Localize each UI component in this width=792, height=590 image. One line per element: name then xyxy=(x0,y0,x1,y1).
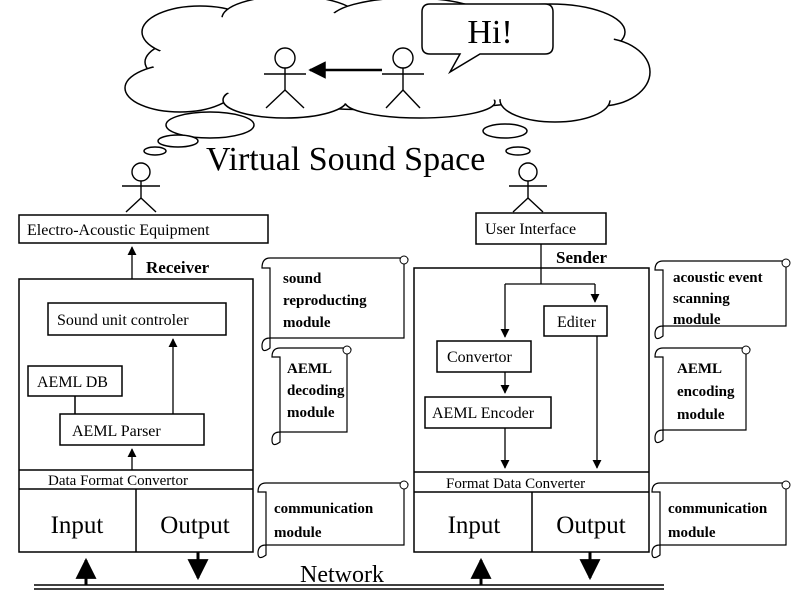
receiver-arrows xyxy=(127,246,178,470)
scroll-decoding-line3: module xyxy=(287,405,335,421)
receiver-output-label: Output xyxy=(160,512,230,539)
scroll-comm-left-line1: communication xyxy=(274,501,374,517)
sender-title: Sender xyxy=(556,248,607,267)
scroll-encoding-line1: AEML xyxy=(677,361,722,377)
speech-text: Hi! xyxy=(467,14,512,51)
convertor-label: Convertor xyxy=(447,349,513,366)
sender-section xyxy=(413,212,650,553)
scroll-acoustic-line1: acoustic event xyxy=(673,270,763,286)
receiver-title: Receiver xyxy=(146,258,210,277)
sender-person-figure xyxy=(509,162,547,213)
scroll-sound-reproducing: sound reproducting module xyxy=(261,255,409,352)
sender-data-format-label: Format Data Converter xyxy=(446,476,585,492)
scroll-acoustic-line3: module xyxy=(673,312,721,328)
scroll-decoding-line2: decoding xyxy=(287,383,345,399)
scroll-comm-right-line2: module xyxy=(668,525,716,541)
scroll-encoding-line2: encoding xyxy=(677,384,735,400)
aeml-parser-label: AEML Parser xyxy=(72,423,161,440)
scroll-acoustic-scanning: acoustic event scanning module xyxy=(654,258,791,340)
scroll-decoding-line1: AEML xyxy=(287,361,332,377)
scroll-aeml-encoding: AEML encoding module xyxy=(654,345,751,444)
network-arrows xyxy=(75,552,601,585)
sender-input-label: Input xyxy=(448,512,501,539)
sound-unit-controller-label: Sound unit controler xyxy=(57,312,189,329)
receiver-section xyxy=(18,214,269,553)
receiver-input-label: Input xyxy=(51,512,104,539)
scene-title: Virtual Sound Space xyxy=(206,141,485,178)
thought-bubbles xyxy=(143,111,531,156)
scroll-sound-line2: reproducting xyxy=(283,293,367,309)
editer-label: Editer xyxy=(557,314,597,331)
scroll-aeml-decoding: AEML decoding module xyxy=(271,345,352,446)
aeml-encoder-label: AEML Encoder xyxy=(432,405,535,422)
scroll-communication-left: communication module xyxy=(257,480,409,559)
speech-bubble: Hi! xyxy=(421,3,554,75)
network-bus xyxy=(34,584,664,590)
receiver-data-format-label: Data Format Convertor xyxy=(48,473,188,489)
scroll-sound-line1: sound xyxy=(283,271,322,287)
aeml-db-label: AEML DB xyxy=(37,374,108,391)
scroll-encoding-line3: module xyxy=(677,407,725,423)
user-interface-label: User Interface xyxy=(485,221,576,238)
receiver-person-figure xyxy=(122,162,160,213)
listener-figure xyxy=(264,47,306,109)
scroll-comm-right-line1: communication xyxy=(668,501,768,517)
scroll-sound-line3: module xyxy=(283,315,331,331)
scroll-comm-left-line2: module xyxy=(274,525,322,541)
sender-output-label: Output xyxy=(556,512,626,539)
speaker-figure xyxy=(382,47,424,109)
scroll-acoustic-line2: scanning xyxy=(673,291,730,307)
sender-arrows xyxy=(500,244,602,469)
scroll-communication-right: communication module xyxy=(651,480,791,559)
receiver-equipment-label: Electro-Acoustic Equipment xyxy=(27,222,210,239)
network-label: Network xyxy=(300,562,384,588)
